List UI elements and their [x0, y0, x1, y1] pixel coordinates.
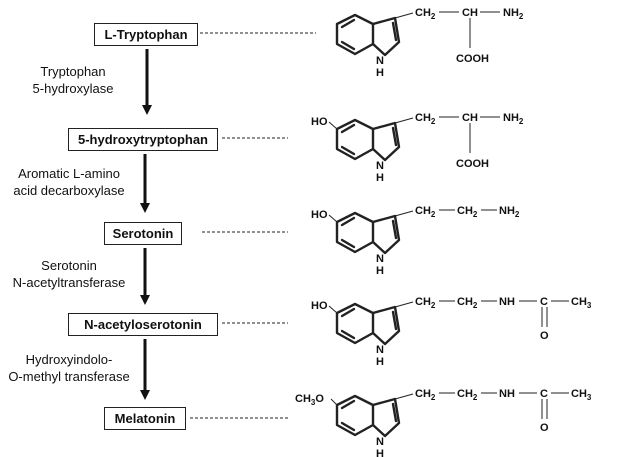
compound-box-n-acetyloserotonin: N-acetyloserotonin: [68, 313, 218, 336]
double-bond: [340, 238, 356, 249]
enzyme-label-1: Tryptophan 5-hydroxylase: [18, 63, 128, 97]
pyrrole-ring: [371, 305, 401, 346]
oxygen-label: O: [540, 330, 549, 342]
enzyme-label-3-line1: Serotonin: [41, 258, 97, 273]
hydrogen-label: H: [376, 172, 384, 184]
pyrrole-ring: [371, 214, 401, 255]
side-chain-bond: [394, 210, 414, 217]
double-bond: [391, 21, 398, 42]
benzene-ring: [335, 118, 375, 161]
hydroxyl-label: HO: [311, 300, 328, 312]
double-bond: [391, 402, 398, 423]
oxygen-label: O: [540, 422, 549, 434]
double-bond: [340, 399, 356, 410]
nitrogen-label: N: [376, 436, 384, 448]
enzyme-label-2-line2: acid decarboxylase: [13, 183, 125, 198]
compound-box-l-tryptophan: L-Tryptophan: [94, 23, 198, 46]
nitrogen-label: N: [376, 344, 384, 356]
pyrrole-ring: [371, 397, 401, 438]
hydrogen-label: H: [376, 67, 384, 79]
carbon-label: C: [540, 296, 548, 308]
methyl-label: CH3: [571, 388, 592, 402]
double-bond: [340, 307, 356, 318]
double-bond: [340, 40, 356, 51]
nitrogen-label: N: [376, 160, 384, 172]
double-bond: [391, 310, 398, 331]
compound-box-5-hydroxytryptophan: 5-hydroxytryptophan: [68, 128, 218, 151]
ch2-label: CH2: [457, 388, 478, 402]
enzyme-label-3: Serotonin N-acetyltransferase: [4, 257, 134, 291]
hydrogen-label: H: [376, 448, 384, 457]
pyrrole-ring: [371, 16, 401, 57]
double-bond: [340, 145, 356, 156]
enzyme-label-4-line2: O-methyl transferase: [8, 369, 130, 384]
amine-label: NH2: [503, 7, 524, 21]
hydrogen-label: H: [376, 265, 384, 277]
side-chain-bond: [394, 12, 414, 19]
ch2-label: CH2: [415, 112, 436, 126]
amine-label: NH2: [503, 112, 524, 126]
hydroxyl-bond: [328, 214, 338, 223]
pyrrole-ring: [371, 121, 401, 162]
ch2-label: CH2: [415, 296, 436, 310]
double-bond: [340, 216, 356, 227]
ch2-label: CH2: [457, 205, 478, 219]
side-chain-bond: [394, 301, 414, 308]
connector-lines: [190, 32, 316, 419]
carboxyl-label: COOH: [456, 158, 489, 170]
structure-3: NH HO CH2 CH2 NH2: [311, 205, 520, 277]
methoxy-label: CH3O: [295, 393, 324, 407]
ch2-label: CH2: [415, 205, 436, 219]
hydroxyl-bond: [328, 121, 338, 130]
amine-label: NH2: [499, 205, 520, 219]
enzyme-label-4-line1: Hydroxyindolo-: [25, 352, 113, 367]
enzyme-label-3-line2: N-acetyltransferase: [12, 275, 126, 290]
hydroxyl-label: HO: [311, 209, 328, 221]
compound-box-serotonin: Serotonin: [104, 222, 182, 245]
double-bond: [340, 123, 356, 134]
double-bond: [340, 18, 356, 29]
side-chain-bond: [394, 117, 414, 124]
enzyme-label-2: Aromatic L-amino acid decarboxylase: [4, 165, 134, 199]
enzyme-label-2-line1: Aromatic L-amino: [18, 166, 120, 181]
enzyme-label-1-line1: Tryptophan: [40, 64, 106, 79]
hydroxyl-label: HO: [311, 116, 328, 128]
ch-label: CH: [462, 7, 478, 19]
reaction-arrows: [140, 49, 152, 400]
nh-label: NH: [499, 388, 515, 400]
double-bond: [340, 421, 356, 432]
hydrogen-label: H: [376, 356, 384, 368]
hydroxyl-bond: [328, 305, 338, 314]
ch2-label: CH2: [457, 296, 478, 310]
nitrogen-label: N: [376, 55, 384, 67]
benzene-ring: [335, 211, 375, 254]
carbon-label: C: [540, 388, 548, 400]
nitrogen-label: N: [376, 253, 384, 265]
benzene-ring: [335, 302, 375, 345]
methoxy-bond: [330, 398, 338, 406]
ch2-label: CH2: [415, 388, 436, 402]
compound-box-melatonin: Melatonin: [104, 407, 186, 430]
ch-label: CH: [462, 112, 478, 124]
benzene-ring: [335, 13, 375, 56]
benzene-ring: [335, 394, 375, 437]
double-bond: [340, 329, 356, 340]
methyl-label: CH3: [571, 296, 592, 310]
double-bond: [391, 126, 398, 147]
enzyme-label-1-line2: 5-hydroxylase: [32, 81, 114, 96]
side-chain-bond: [394, 393, 414, 400]
double-bond: [391, 219, 398, 240]
enzyme-label-4: Hydroxyindolo- O-methyl transferase: [2, 351, 136, 385]
carboxyl-label: COOH: [456, 53, 489, 65]
nh-label: NH: [499, 296, 515, 308]
ch2-label: CH2: [415, 7, 436, 21]
